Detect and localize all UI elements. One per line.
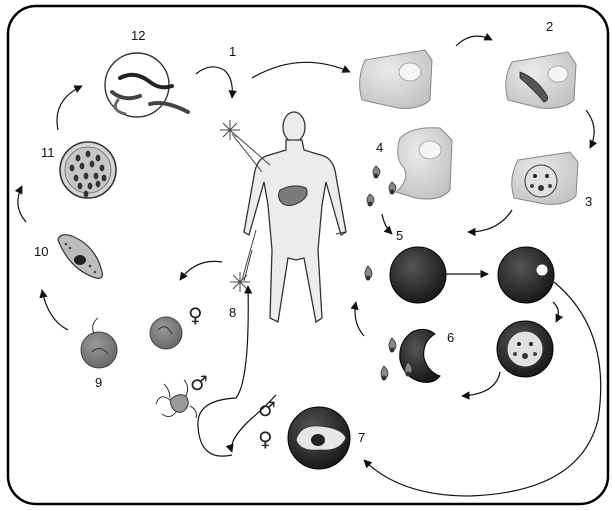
male-symbol: ♂ [258,397,276,421]
step-label-6: 6 [447,330,454,345]
schizont-rbc [497,321,553,377]
oocyst-sporozoite-dot [100,165,105,172]
step-label-2: 2 [546,19,553,34]
oocyst-sporozoite-dot [84,173,89,180]
oocyst [60,142,116,198]
step-label-4: 4 [376,140,383,155]
oocyst-sporozoite-dot [80,163,85,170]
step-label-12: 12 [131,28,145,43]
step-label-5: 5 [396,228,403,243]
oocyst-sporozoite-dot [70,165,75,172]
step-label-7: 7 [358,430,365,445]
step-label-10: 10 [34,244,48,259]
oocyst-sporozoite-dot [94,173,99,180]
step-label-8: 8 [229,305,236,320]
oocyst-sporozoite-dot [86,151,91,158]
step-label-11: 11 [41,145,55,160]
red-blood-cell [390,247,446,303]
step-label-3: 3 [585,194,592,209]
oocyst-sporozoite-dot [84,191,89,198]
oocyst-sporozoite-dot [74,175,79,182]
ruptured-liver-cell [396,128,452,199]
oocyst-sporozoite-dot [102,175,107,182]
oocyst-sporozoite-dot [90,161,95,168]
step-label-1: 1 [229,44,236,59]
liver-schizont-cell [512,152,578,204]
liver-cell [360,50,432,108]
oocyst-sporozoite-dot [88,183,93,190]
female-symbol: ♀ [258,427,273,451]
female-gamete [150,317,182,349]
oocyst-sporozoite-dot [76,155,81,162]
oocyst-sporozoite-dot [96,155,101,162]
oocyst-sporozoite-dot [96,181,101,188]
female-symbol: ♀ [188,303,203,327]
ring-stage-rbc [498,247,554,303]
step-label-9: 9 [95,375,102,390]
male-symbol: ♂ [190,371,208,395]
oocyst-sporozoite-dot [78,183,83,190]
gametocyte-rbc [288,407,350,469]
